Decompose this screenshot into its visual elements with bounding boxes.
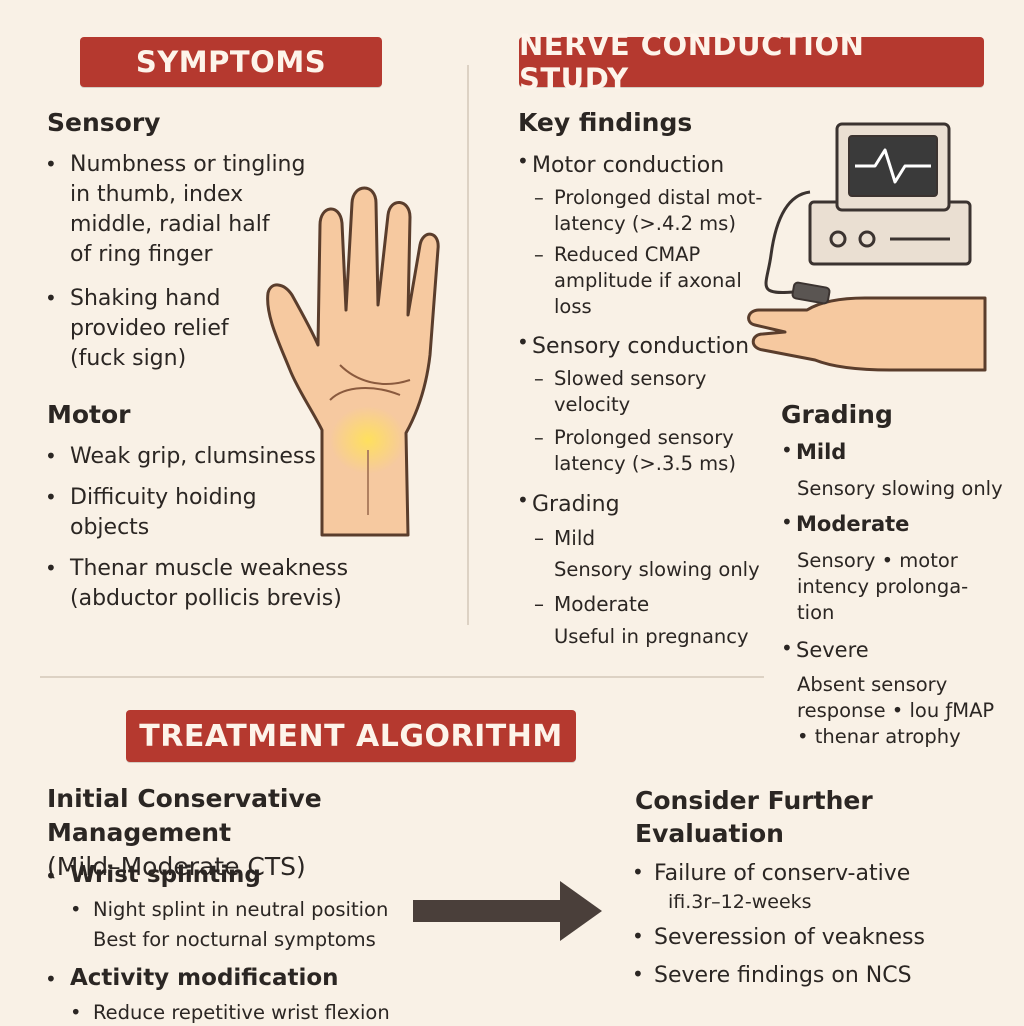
ncs-banner: NERVE CONDUCTION STUDY	[519, 28, 984, 96]
horizontal-divider	[40, 676, 764, 678]
sensory-heading: Sensory	[47, 108, 161, 137]
flow-arrow-icon	[413, 881, 602, 941]
bullet-icon: •	[781, 636, 793, 660]
bullet-icon: •	[632, 924, 644, 948]
palm-crease	[339, 364, 411, 385]
bullet-icon: •	[781, 438, 793, 462]
grading-mild-desc: Sensory slowing only	[797, 477, 1003, 500]
bullet-icon: •	[45, 444, 57, 468]
key-findings-heading: Key findings	[518, 108, 693, 137]
bullet-icon: •	[45, 556, 57, 580]
waveform-icon	[855, 148, 931, 184]
bullet-icon: •	[45, 864, 57, 888]
bullet-icon: •	[70, 1001, 82, 1024]
electrode-clip	[791, 281, 831, 305]
hand-outline	[266, 186, 440, 537]
knob-icon	[829, 230, 847, 248]
bullet-icon: •	[45, 485, 57, 509]
treatment-banner: TREATMENT ALGORITHM	[126, 710, 576, 762]
bullet-icon: •	[517, 149, 529, 173]
bullet-icon: •	[517, 488, 529, 512]
bullet-icon: •	[517, 330, 529, 354]
bullet-icon: •	[70, 898, 82, 921]
forearm-hand	[747, 296, 987, 372]
grading-panel-title: Grading	[781, 400, 893, 429]
bullet-icon: •	[632, 860, 644, 884]
bullet-icon: •	[45, 152, 57, 176]
arrow-shape	[413, 881, 602, 941]
grading-moderate-desc: Sensory • motor intency prolonga- tion	[797, 549, 969, 624]
bullet-icon: •	[45, 286, 57, 310]
bullet-icon: •	[632, 962, 644, 986]
hand-illustration	[266, 186, 440, 537]
vertical-divider	[467, 65, 469, 625]
knob-icon	[858, 230, 876, 248]
monitor-screen	[848, 135, 938, 197]
initial-management-title: Initial Conservative Management (Mild–Mo…	[47, 784, 322, 881]
ncs-grading-moderate-desc: Useful in pregnancy	[554, 625, 749, 648]
ncs-grading-mild-desc: Sensory slowing only	[554, 558, 760, 581]
palm-crease	[329, 387, 401, 401]
motor-heading: Motor	[47, 400, 131, 429]
grading-severe-desc: Absent sensory response • lou ƒMAP • the…	[797, 673, 995, 748]
bullet-icon: •	[45, 967, 57, 991]
ncs-machine-illustration	[747, 122, 987, 372]
electrode-cable	[764, 190, 811, 295]
further-evaluation-title: Consider Further Evaluation	[635, 786, 873, 848]
bullet-icon: •	[781, 510, 793, 534]
symptoms-banner: SYMPTOMS	[80, 37, 382, 87]
wrist-pain-highlight	[330, 406, 406, 474]
